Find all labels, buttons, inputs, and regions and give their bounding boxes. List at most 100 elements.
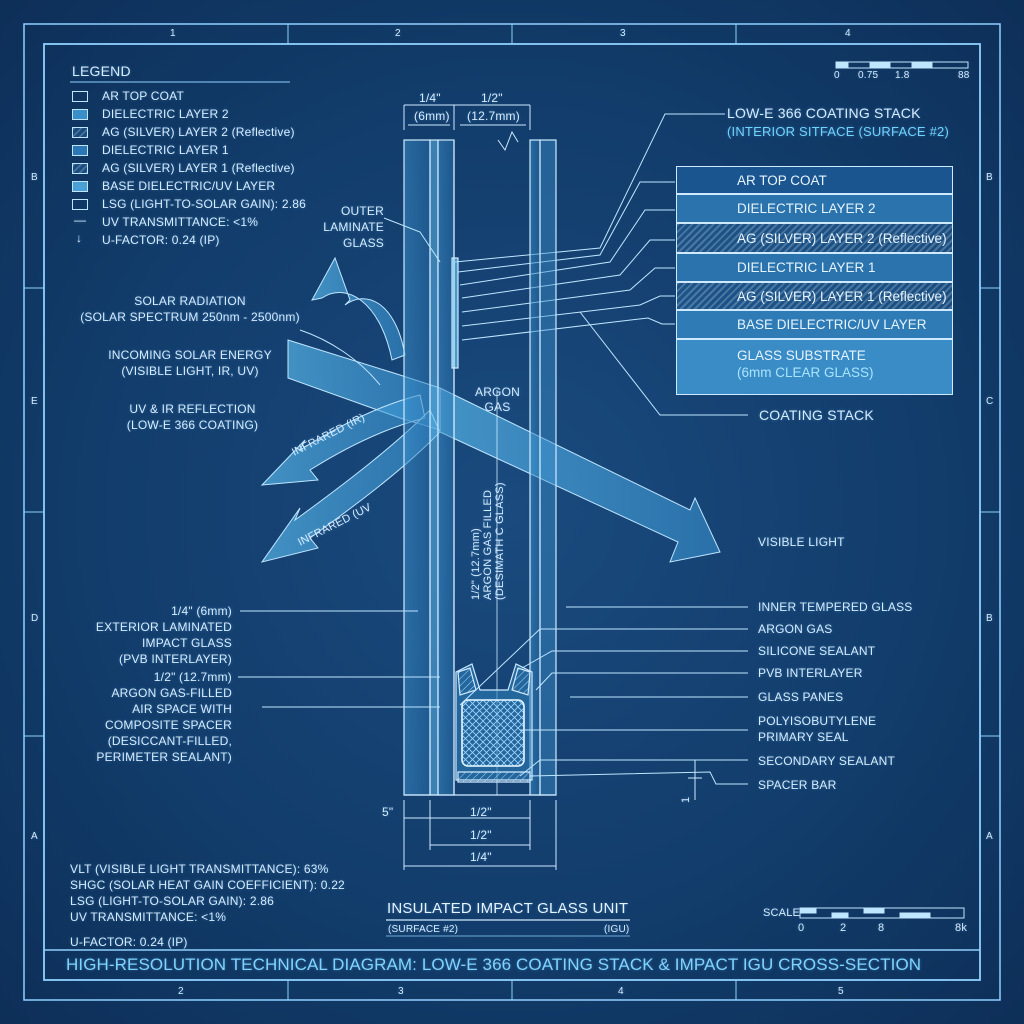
title-block-right: (IGU) bbox=[604, 924, 630, 935]
scale-tick-label: 8k bbox=[955, 922, 968, 934]
scale-tick-label: 0 bbox=[798, 922, 805, 934]
label-line: PERIMETER SEALANT) bbox=[96, 750, 232, 764]
label-primary-seal: PRIMARY SEAL bbox=[758, 730, 849, 744]
label-line: (SOLAR SPECTRUM 250nm - 2500nm) bbox=[80, 310, 300, 324]
visible-light-label: VISIBLE LIGHT bbox=[758, 535, 845, 549]
label-secondary-sealant: SECONDARY SEALANT bbox=[758, 754, 895, 768]
banner-title: HIGH-RESOLUTION TECHNICAL DIAGRAM: LOW-E… bbox=[66, 955, 922, 974]
scale-tick-label: 8 bbox=[878, 922, 885, 934]
frame-tick-bottom: 4 bbox=[618, 986, 624, 997]
scale-tick-label: 2 bbox=[840, 922, 847, 934]
label-line: OUTER bbox=[341, 204, 384, 218]
dim-airspace: 1/2" bbox=[481, 91, 503, 105]
bottom-dimensions bbox=[403, 760, 702, 870]
label-line: SOLAR RADIATION bbox=[134, 294, 246, 308]
spec-line: U-FACTOR: 0.24 (IP) bbox=[70, 935, 188, 949]
legend-item: DIELECTRIC LAYER 2 bbox=[102, 107, 229, 121]
igu-cross-section bbox=[403, 130, 557, 796]
right-leaders bbox=[459, 606, 748, 785]
legend-item: AG (SILVER) LAYER 1 (Reflective) bbox=[102, 161, 295, 175]
frame-tick-top: 3 bbox=[620, 28, 626, 39]
argon-gas-label: ARGON GAS bbox=[470, 385, 525, 415]
top-scale-label: 1.8 bbox=[895, 70, 910, 81]
swatch-base-dielectric bbox=[72, 181, 88, 192]
title-block-title: INSULATED IMPACT GLASS UNIT bbox=[387, 900, 629, 917]
label-line: (LOW-E 366 COATING) bbox=[126, 418, 259, 432]
label-line: IMPACT GLASS bbox=[142, 636, 232, 650]
left-leaders bbox=[238, 217, 441, 708]
coating-leaders bbox=[454, 113, 748, 416]
label-line: ARGON GAS-FILLED bbox=[111, 686, 232, 700]
label-argon-gas: ARGON GAS bbox=[758, 622, 833, 636]
label-line: GAS bbox=[484, 400, 511, 414]
stack-row-silver-1: AG (SILVER) LAYER 1 (Reflective) bbox=[676, 282, 953, 310]
frame-tick-left: A bbox=[31, 831, 38, 842]
scale-label: SCALE bbox=[763, 907, 801, 919]
drawing-frame bbox=[23, 23, 1001, 1001]
label-line: (PVB INTERLAYER) bbox=[119, 652, 232, 666]
coating-subtitle: (INTERIOR SITFACE (SURFACE #2) bbox=[727, 124, 949, 139]
top-scale-label: 88 bbox=[958, 70, 970, 81]
label-line: LAMINATE bbox=[323, 220, 384, 234]
label-line: AIR SPACE WITH bbox=[132, 702, 232, 716]
dim-outer-glass-mm: (6mm) bbox=[414, 109, 450, 123]
stack-row-label: AR TOP COAT bbox=[737, 172, 827, 188]
stack-row-label: AG (SILVER) LAYER 1 (Reflective) bbox=[737, 288, 947, 304]
substrate-label: GLASS SUBSTRATE bbox=[737, 348, 866, 363]
airspace-vertical-label: 1/2" (12.7mm) ARGON GAS FILLED (DESIMATH… bbox=[470, 482, 506, 600]
label-line: ARGON GAS FILLED bbox=[482, 489, 494, 600]
reflection-label: UV & IR REFLECTION (LOW-E 366 COATING) bbox=[100, 401, 285, 433]
legend-item: UV TRANSMITTANCE: <1% bbox=[102, 215, 259, 229]
swatch-silver-1 bbox=[72, 163, 88, 174]
legend-title: LEGEND bbox=[72, 63, 131, 79]
dim-outer-glass: 1/4" bbox=[419, 91, 441, 105]
arrow-down-icon: ↓ bbox=[76, 231, 83, 245]
frame-tick-top: 4 bbox=[845, 28, 851, 39]
coating-title: LOW-E 366 COATING STACK bbox=[727, 105, 921, 121]
label-line: 1/2" (12.7mm) bbox=[470, 528, 482, 600]
label-pvb-interlayer: PVB INTERLAYER bbox=[758, 666, 863, 680]
label-line: EXTERIOR LAMINATED bbox=[95, 620, 232, 634]
spec-line: SHGC (SOLAR HEAT GAIN COEFFICIENT): 0.22 bbox=[70, 878, 345, 892]
stack-row-label: BASE DIELECTRIC/UV LAYER bbox=[737, 317, 927, 332]
swatch-lsg bbox=[72, 199, 88, 210]
spec-line: UV TRANSMITTANCE: <1% bbox=[70, 910, 227, 924]
bottom-scale-bar bbox=[799, 907, 965, 919]
dim-bottom-c: 1/4" bbox=[470, 850, 492, 864]
frame-tick-left: B bbox=[31, 172, 38, 183]
label-line: (DESICCANT-FILLED, bbox=[107, 734, 232, 748]
top-scale-label: 0 bbox=[834, 70, 840, 81]
title-block-left: (SURFACE #2) bbox=[388, 924, 459, 935]
substrate-sub-label: (6mm CLEAR GLASS) bbox=[737, 365, 874, 380]
stack-row-ar-top-coat: AR TOP COAT bbox=[676, 166, 953, 194]
top-scale-bar bbox=[835, 61, 969, 69]
label-silicone-sealant: SILICONE SEALANT bbox=[758, 644, 876, 658]
stack-row-label: DIELECTRIC LAYER 1 bbox=[737, 260, 876, 275]
outer-glass-label: OUTER LAMINATE GLASS bbox=[300, 203, 384, 251]
frame-tick-top: 1 bbox=[170, 28, 176, 39]
dim-airspace-mm: (12.7mm) bbox=[467, 109, 520, 123]
stack-row-label: DIELECTRIC LAYER 2 bbox=[737, 201, 876, 216]
top-dimensions bbox=[403, 104, 531, 130]
swatch-silver-2 bbox=[72, 127, 88, 138]
swatch-dielectric-1 bbox=[72, 145, 88, 156]
frame-tick-right: A bbox=[986, 831, 993, 842]
legend-item: LSG (LIGHT-TO-SOLAR GAIN): 2.86 bbox=[102, 197, 307, 211]
top-scale-label: 0.75 bbox=[858, 70, 879, 81]
airspace-label: 1/2" (12.7mm) ARGON GAS-FILLED AIR SPACE… bbox=[60, 669, 232, 765]
solar-beams bbox=[260, 256, 721, 563]
stack-row-silver-2: AG (SILVER) LAYER 2 (Reflective) bbox=[676, 223, 953, 253]
solar-radiation-label: SOLAR RADIATION (SOLAR SPECTRUM 250nm - … bbox=[60, 293, 320, 325]
legend-item: DIELECTRIC LAYER 1 bbox=[102, 143, 229, 157]
label-glass-panes: GLASS PANES bbox=[758, 690, 844, 704]
label-line: (VISIBLE LIGHT, IR, UV) bbox=[121, 364, 259, 378]
label-line: COMPOSITE SPACER bbox=[105, 718, 232, 732]
label-line: ARGON bbox=[474, 385, 520, 399]
stack-row-label: AG (SILVER) LAYER 2 (Reflective) bbox=[737, 230, 947, 246]
stack-row-base-dielectric: BASE DIELECTRIC/UV LAYER bbox=[676, 310, 953, 339]
label-inner-tempered-glass: INNER TEMPERED GLASS bbox=[758, 600, 913, 614]
label-polyisobutylene: POLYISOBUTYLENE bbox=[758, 714, 877, 728]
frame-tick-bottom: 2 bbox=[178, 986, 184, 997]
